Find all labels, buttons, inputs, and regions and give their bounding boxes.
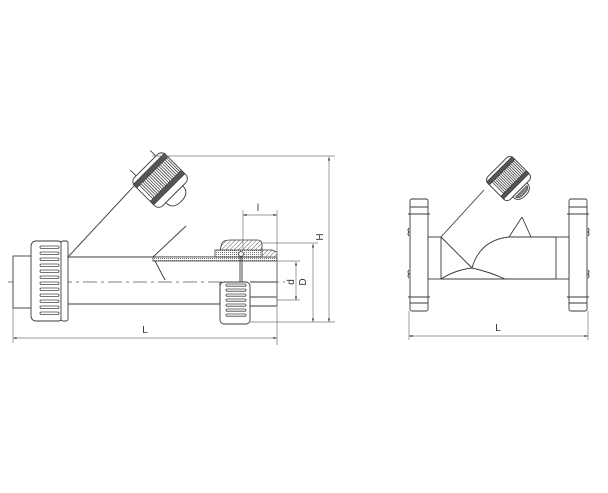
left-union-nut: [12, 240, 69, 322]
right-union-section: [152, 239, 278, 325]
dimension-D: D: [250, 242, 318, 323]
label-l: l: [257, 203, 259, 214]
label-d: d: [286, 279, 297, 285]
flanged-view: L: [407, 156, 590, 340]
union-end-view: l d D H L: [8, 150, 335, 345]
dimension-L-left: L: [12, 308, 277, 343]
right-flange: [567, 198, 590, 312]
strainer-cap: [130, 150, 188, 208]
label-L-left: L: [142, 325, 148, 336]
label-L-right: L: [495, 323, 501, 334]
dimension-d: d: [277, 260, 300, 301]
main-body: [68, 256, 220, 305]
dimension-L-right: L: [408, 311, 589, 340]
label-D: D: [298, 278, 309, 285]
dimension-H: H: [152, 155, 335, 323]
left-flange: [407, 198, 430, 312]
flanged-body: [427, 189, 570, 280]
strainer-branch: [67, 185, 187, 281]
label-H: H: [315, 233, 326, 240]
dimension-l: l: [242, 203, 278, 345]
flanged-strainer-cap: [486, 156, 531, 201]
